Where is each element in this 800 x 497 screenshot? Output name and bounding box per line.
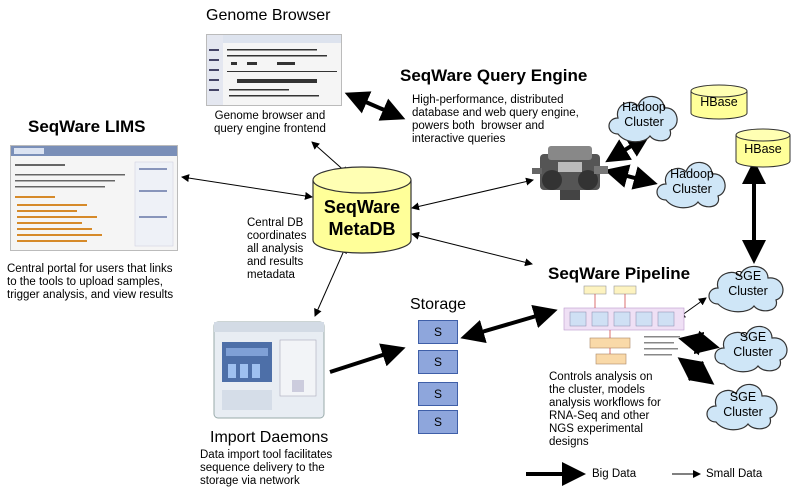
metadb-label: SeqWare MetaDB xyxy=(323,197,401,239)
arrow-metadb-pipeline xyxy=(411,231,533,267)
hbase-2-label: HBase xyxy=(744,142,782,156)
sge-cluster-2-icon xyxy=(714,325,788,373)
storage-title: Storage xyxy=(410,296,467,313)
metadb-cylinder-icon xyxy=(312,166,412,254)
lims-screenshot xyxy=(10,145,178,251)
arrow-engine-hadoop2 xyxy=(604,164,658,190)
sge-cluster-1-icon xyxy=(708,265,784,313)
hadoop-cluster-1-label: Hadoop Cluster xyxy=(622,100,666,129)
pipeline-caption: Controls analysis on the cluster, models… xyxy=(549,371,661,448)
lims-title: SeqWare LIMS xyxy=(28,117,146,136)
legend-big-data-label: Big Data xyxy=(592,468,637,480)
pipeline-workflow-icon xyxy=(563,285,685,365)
arrow-import-storage xyxy=(329,343,406,374)
storage-unit: S xyxy=(418,382,458,406)
sge-cluster-3-icon xyxy=(706,383,778,431)
import-caption: Data import tool facilitates sequence de… xyxy=(200,449,333,487)
storage-unit: S xyxy=(418,410,458,434)
query-engine-title: SeqWare Query Engine xyxy=(400,66,588,85)
query-engine-caption: High-performance, distributed database a… xyxy=(412,94,579,145)
sge-cluster-1-label: SGE Cluster xyxy=(728,269,768,298)
storage-unit: S xyxy=(418,350,458,374)
sge-cluster-2-label: SGE Cluster xyxy=(733,330,773,359)
hadoop-cluster-2-icon xyxy=(656,161,726,209)
hbase-1-icon xyxy=(690,84,748,120)
arrow-metadb-engine xyxy=(411,177,534,211)
lims-page-icon xyxy=(11,146,177,247)
arrow-metadb-import xyxy=(314,245,347,317)
arrow-pipeline-sge-mid xyxy=(678,330,720,356)
genome-browser-screenshot xyxy=(206,34,342,106)
genome-browser-title: Genome Browser xyxy=(206,7,331,24)
arrow-pipeline-sge-bot xyxy=(677,357,715,385)
genome-tracks-icon xyxy=(207,35,341,105)
metadb-caption: Central DB coordinates all analysis and … xyxy=(247,217,307,281)
import-title: Import Daemons xyxy=(210,429,329,446)
engine-icon xyxy=(532,146,608,200)
hbase-1-label: HBase xyxy=(700,95,738,109)
arrow-lims-metadb xyxy=(181,174,313,200)
storage-unit: S xyxy=(418,320,458,344)
pipeline-title: SeqWare Pipeline xyxy=(548,264,691,283)
sge-cluster-3-label: SGE Cluster xyxy=(723,390,763,419)
arrow-storage-pipeline xyxy=(460,304,558,344)
hadoop-cluster-2-label: Hadoop Cluster xyxy=(670,167,714,196)
lims-caption: Central portal for users that links to t… xyxy=(7,263,174,301)
hbase-2-icon xyxy=(735,128,791,168)
genome-browser-caption: Genome browser and query engine frontend xyxy=(214,110,326,135)
legend-small-data-label: Small Data xyxy=(706,468,763,480)
hadoop-cluster-1-icon xyxy=(608,95,678,143)
sequencer-instrument-icon xyxy=(213,321,325,419)
arrow-browser-engine xyxy=(344,91,406,121)
